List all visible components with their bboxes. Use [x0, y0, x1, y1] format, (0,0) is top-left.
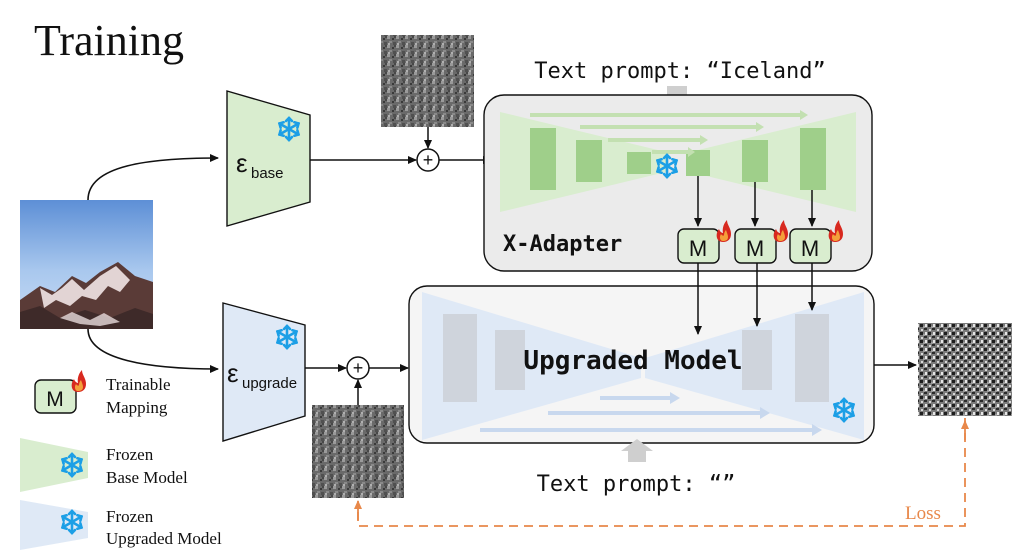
arrow-image-to-base-encoder: [87, 154, 219, 201]
svg-text:Upgraded Model: Upgraded Model: [106, 529, 222, 548]
svg-text:Frozen: Frozen: [106, 507, 154, 526]
legend-frozen-base: Frozen Base Model: [20, 438, 188, 492]
plus-node-top: +: [416, 148, 440, 172]
svg-text:Mapping: Mapping: [106, 398, 168, 417]
mapping-module-2: M: [734, 220, 788, 264]
upgraded-model-label: Upgraded Model: [523, 346, 742, 376]
input-image: [20, 200, 153, 329]
arrow-image-to-upgrade-encoder: [87, 328, 219, 373]
plus-node-bottom: +: [346, 356, 370, 380]
svg-text:Base Model: Base Model: [106, 468, 188, 487]
prompt-arrow-bottom: [621, 439, 653, 462]
upgraded-model-panel: Upgraded Model: [408, 285, 875, 444]
x-adapter-panel: X-Adapter: [483, 94, 873, 272]
svg-text:+: +: [353, 358, 364, 378]
base-encoder-symbol: ε: [236, 148, 248, 178]
text-prompt-bottom: Text prompt: “”: [537, 472, 736, 497]
svg-text:M: M: [746, 236, 764, 261]
flame-icon: [71, 370, 86, 392]
upgrade-encoder-subscript: upgrade: [242, 375, 297, 392]
svg-text:+: +: [423, 150, 434, 170]
legend-trainable-mapping: M Trainable Mapping: [34, 370, 171, 417]
diagram-title: Training: [34, 16, 184, 65]
svg-text:M: M: [689, 236, 707, 261]
svg-text:Trainable: Trainable: [106, 375, 171, 394]
noise-image-top: [381, 35, 474, 127]
noise-image-bottom: [312, 405, 404, 498]
output-noise-image: [918, 323, 1012, 416]
upgrade-encoder-symbol: ε: [227, 358, 239, 388]
base-encoder-subscript: base: [251, 165, 284, 182]
mapping-module-1: M: [677, 220, 731, 264]
svg-text:Frozen: Frozen: [106, 445, 154, 464]
loss-label: Loss: [905, 503, 941, 524]
upgrade-encoder: ε upgrade: [222, 302, 306, 442]
legend: M Trainable Mapping Frozen Base Model Fr…: [20, 370, 222, 550]
svg-text:M: M: [801, 236, 819, 261]
x-adapter-label: X-Adapter: [503, 232, 622, 257]
mapping-module-3: M: [789, 220, 843, 264]
legend-frozen-upgraded: Frozen Upgraded Model: [20, 500, 222, 550]
text-prompt-top: Text prompt: “Iceland”: [534, 59, 825, 84]
svg-text:M: M: [46, 388, 64, 411]
base-encoder: ε base: [226, 90, 311, 227]
